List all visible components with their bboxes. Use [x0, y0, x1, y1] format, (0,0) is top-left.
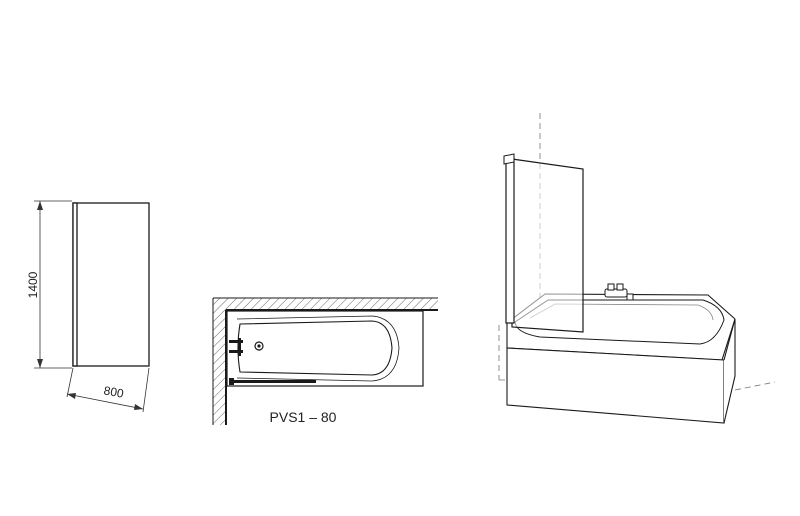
glass-panel-3d	[511, 158, 584, 333]
width-label: 800	[103, 383, 125, 400]
tub-apron-front	[506, 347, 725, 424]
width-dimension-line	[66, 393, 144, 410]
tub-basin-inner	[529, 303, 714, 321]
width-arrow-right	[134, 404, 143, 410]
plan-view: PVS1 – 80	[212, 297, 438, 425]
height-arrow-top	[37, 201, 43, 210]
panel-hinge-plan	[229, 378, 234, 385]
dashed-floor-right	[734, 381, 776, 391]
faucet-bottom-icon	[229, 350, 243, 353]
faucet-body-icon	[238, 338, 241, 356]
faucet-icon	[604, 283, 634, 301]
glass-panel	[72, 202, 150, 367]
model-label: PVS1 – 80	[270, 409, 337, 425]
faucet-top-icon	[229, 340, 243, 343]
width-extension-left	[66, 367, 74, 398]
height-arrow-bottom	[37, 359, 43, 368]
perspective-view	[498, 113, 776, 424]
width-arrow-left	[67, 393, 76, 399]
panel-front-view	[72, 202, 150, 367]
tub-apron-side	[723, 318, 736, 424]
width-dimension: 800	[66, 367, 150, 413]
bathtub-rim	[236, 315, 400, 382]
height-dimension: 1400	[26, 200, 72, 369]
panel-hinge-top	[503, 153, 515, 165]
panel-profile-3d	[505, 157, 515, 324]
width-extension-right	[142, 367, 150, 413]
drain-center-icon	[257, 344, 261, 348]
height-label: 1400	[26, 271, 40, 298]
panel-profile	[72, 202, 78, 367]
glass-panel-plan	[230, 380, 316, 383]
